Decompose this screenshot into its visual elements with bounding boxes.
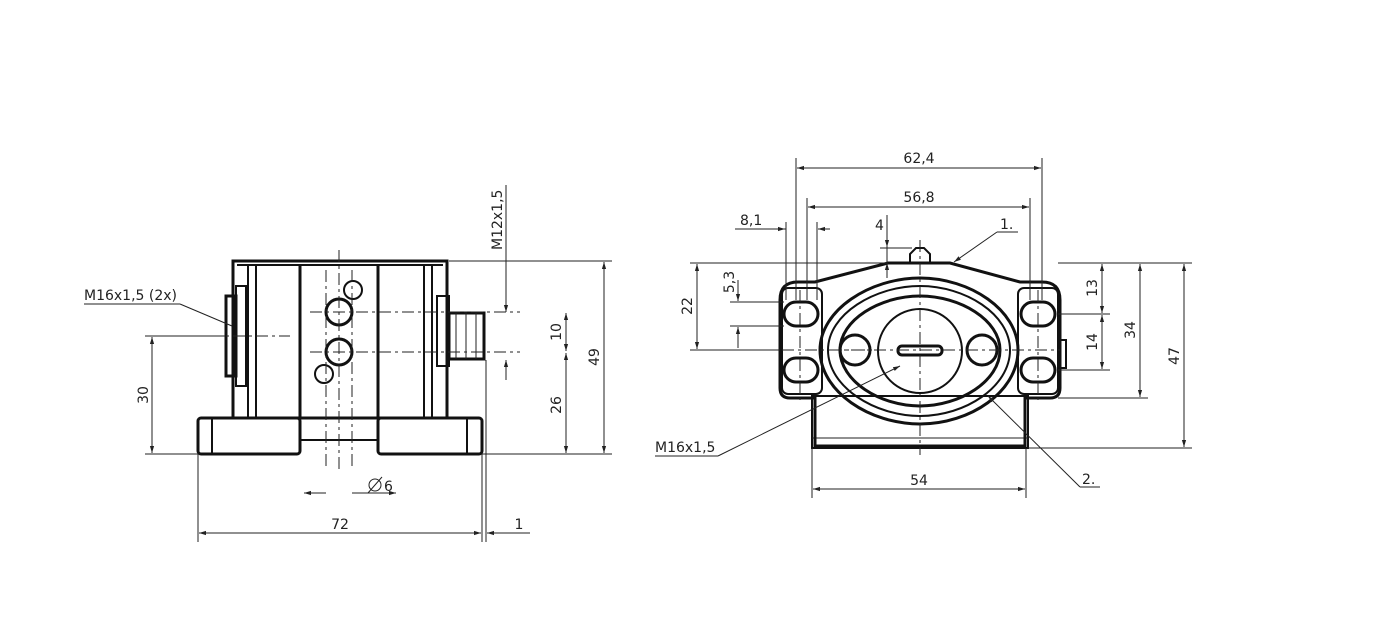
front-thread-label: M16x1,5 bbox=[655, 440, 715, 456]
callout-1: 1. bbox=[1000, 217, 1013, 233]
dim-8-1: 8,1 bbox=[740, 213, 762, 229]
front-view: 62,4 56,8 8,1 4 1. 22 5,3 bbox=[655, 151, 1192, 498]
side-thread-label: M16x1,5 (2x) bbox=[84, 288, 177, 304]
dim-62-4: 62,4 bbox=[903, 151, 934, 167]
dim-72: 72 bbox=[331, 517, 349, 533]
dim-1: 1 bbox=[515, 517, 524, 533]
dim-56-8: 56,8 bbox=[903, 190, 934, 206]
dim-4: 4 bbox=[875, 218, 884, 234]
slot-bottom-left bbox=[782, 356, 820, 384]
dim-30: 30 bbox=[136, 386, 152, 404]
side-view: M16x1,5 (2x) 30 M12x1,5 10 26 49 6 bbox=[84, 185, 612, 542]
side-body bbox=[231, 259, 449, 420]
dim-13: 13 bbox=[1085, 279, 1101, 297]
dim-14: 14 bbox=[1085, 333, 1101, 351]
side-base-left bbox=[196, 416, 302, 456]
diameter-icon bbox=[367, 476, 383, 494]
gasket bbox=[818, 276, 1020, 426]
dim-22: 22 bbox=[680, 297, 696, 315]
slot-top-left bbox=[782, 300, 820, 328]
dim-49: 49 bbox=[587, 348, 603, 366]
dim-5-3: 5,3 bbox=[722, 271, 738, 293]
dim-47: 47 bbox=[1167, 347, 1183, 365]
callout-2: 2. bbox=[1082, 472, 1095, 488]
m12-label: M12x1,5 bbox=[490, 190, 506, 250]
dim-10: 10 bbox=[549, 323, 565, 341]
dim-34: 34 bbox=[1123, 321, 1139, 339]
dim-54: 54 bbox=[910, 473, 928, 489]
dim-26: 26 bbox=[549, 396, 565, 414]
front-housing bbox=[778, 261, 1062, 448]
dim-dia6: 6 bbox=[384, 479, 393, 495]
